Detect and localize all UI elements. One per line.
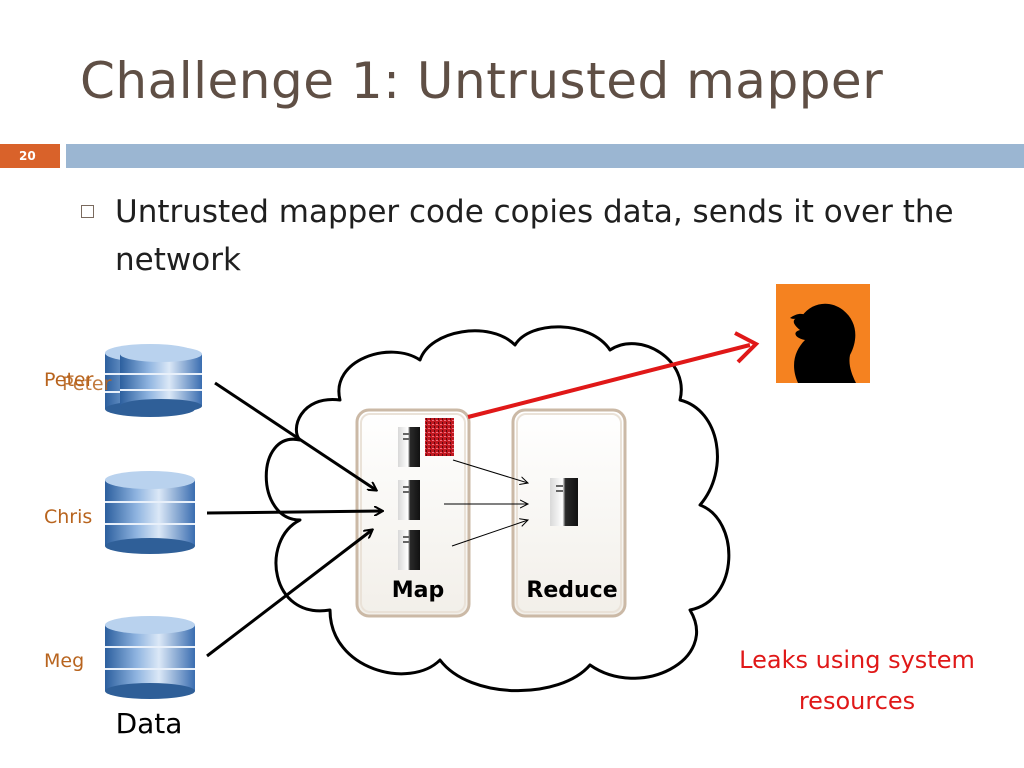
bullet-marker-icon <box>81 205 94 218</box>
server-icon <box>398 427 420 467</box>
owner-label-peter: Peter <box>44 369 94 391</box>
server-icon <box>550 478 578 526</box>
title-bar-stripe <box>66 144 1024 168</box>
attacker-icon <box>776 284 870 383</box>
malicious-code-icon <box>425 418 454 456</box>
cloud-shape <box>264 325 731 693</box>
slide-title: Challenge 1: Untrusted mapper <box>80 52 884 110</box>
owner-label-peter-overlap: Peter <box>62 373 112 395</box>
data-label: Data <box>116 707 183 740</box>
owner-label-meg: Meg <box>44 650 84 672</box>
server-icon <box>398 480 420 520</box>
bullet-text: Untrusted mapper code copies data, sends… <box>115 194 954 278</box>
leak-note-line2: resources <box>799 687 915 715</box>
database-icon <box>120 346 202 413</box>
leak-note-line1: Leaks using system <box>739 646 975 674</box>
reduce-label: Reduce <box>526 578 617 603</box>
page-number: 20 <box>0 144 60 168</box>
database-icon <box>105 471 195 554</box>
leak-arrow <box>467 343 751 419</box>
map-label: Map <box>392 578 445 603</box>
owner-label-chris: Chris <box>44 506 92 528</box>
database-icon <box>105 616 195 699</box>
server-icon <box>398 530 420 570</box>
